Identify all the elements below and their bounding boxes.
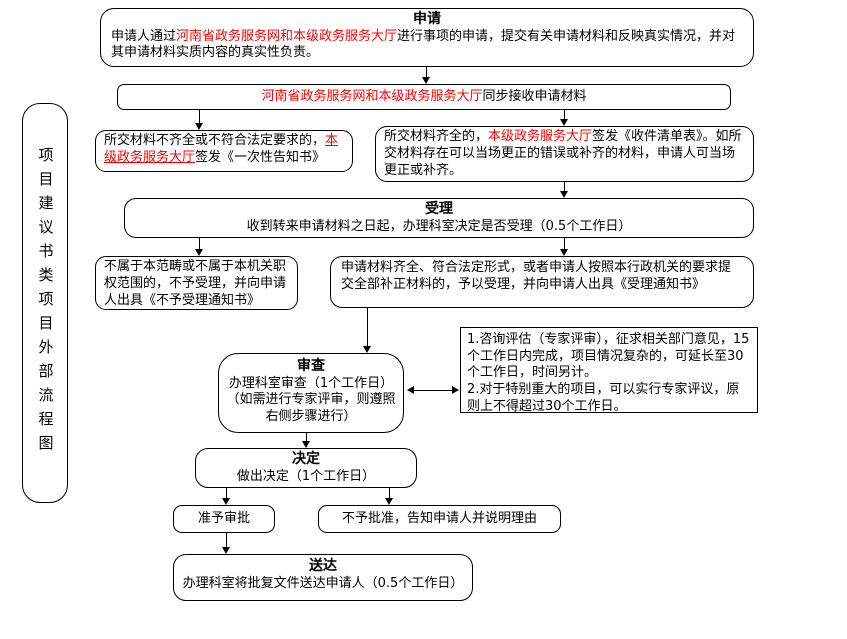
arrow-apply-to-receive bbox=[422, 67, 431, 84]
step-incomplete-box: 所交材料不齐全或不符合法定要求的，本级政务服务大厅签发《一次性告知书》 bbox=[95, 130, 353, 172]
step-deliver-title: 送达 bbox=[309, 558, 337, 574]
step-review-body: 办理科室审查（1个工作日）（如需进行专家评审，则遵照右侧步骤进行） bbox=[226, 375, 396, 425]
arrow-doaccept-to-review bbox=[363, 308, 372, 353]
flowchart-side-title-box: 项目建议书类项目外部流程图 bbox=[22, 103, 68, 503]
step-review-title: 审查 bbox=[297, 358, 325, 374]
step-do-accept-body: 申请材料齐全、符合法定形式，或者申请人按照本行政机关的要求提交全部补正材料的，予… bbox=[341, 260, 732, 292]
step-apply-title: 申请 bbox=[413, 11, 441, 27]
arrow-review-to-decision bbox=[302, 433, 311, 448]
step-decision-box: 决定 做出决定（1个工作日） bbox=[195, 448, 417, 488]
step-accept-body: 收到转来申请材料之日起，办理科室决定是否受理（0.5个工作日） bbox=[246, 218, 632, 234]
arrow-accept-to-doaccept bbox=[560, 238, 569, 256]
expert-review-note-box: 1.咨询评估（专家评审），征求相关部门意见，15个工作日内完成，项目情况复杂的，… bbox=[460, 327, 758, 414]
step-reject-label: 不予批准，告知申请人并说明理由 bbox=[341, 511, 537, 526]
step-apply-box: 申请 申请人通过河南省政务服务网和本级政务服务大厅进行事项的申请，提交有关申请材… bbox=[100, 8, 754, 67]
step-receive-box: 河南省政务服务网和本级政务服务大厅同步接收申请材料 bbox=[117, 84, 731, 110]
expert-review-note-item-2: 2.对于特别重大的项目，可以实行专家评议，原则上不得超过30个工作日。 bbox=[467, 381, 740, 414]
step-not-accept-box: 不属于本范畴或不属于本机关职权范围的，不予受理，并向申请人出具《不予受理通知书》 bbox=[95, 256, 298, 310]
arrow-accept-to-notaccept bbox=[195, 238, 204, 256]
arrow-decision-to-reject bbox=[385, 488, 394, 505]
step-reject-box: 不予批准，告知申请人并说明理由 bbox=[318, 505, 561, 533]
arrow-receive-to-complete bbox=[560, 110, 569, 126]
step-approve-box: 准予审批 bbox=[173, 505, 275, 533]
step-decision-body: 做出决定（1个工作日） bbox=[236, 468, 376, 484]
step-accept-title: 受理 bbox=[425, 201, 453, 217]
step-decision-title: 决定 bbox=[292, 451, 320, 467]
step-not-accept-body: 不属于本范畴或不属于本机关职权范围的，不予受理，并向申请人出具《不予受理通知书》 bbox=[104, 259, 287, 308]
step-receive-body: 河南省政务服务网和本级政务服务大厅同步接收申请材料 bbox=[261, 89, 587, 104]
step-complete-box: 所交材料齐全的，本级政务服务大厅签发《收件清单表》。如所交材料存在可以当场更正的… bbox=[375, 126, 754, 182]
arrow-decision-to-approve bbox=[222, 488, 231, 505]
step-complete-body: 所交材料齐全的，本级政务服务大厅签发《收件清单表》。如所交材料存在可以当场更正的… bbox=[384, 129, 742, 178]
step-deliver-box: 送达 办理科室将批复文件送达申请人（0.5个工作日） bbox=[173, 554, 473, 601]
step-do-accept-box: 申请材料齐全、符合法定形式，或者申请人按照本行政机关的要求提交全部补正材料的，予… bbox=[330, 256, 754, 308]
arrow-approve-to-deliver bbox=[222, 533, 231, 554]
step-incomplete-body: 所交材料不齐全或不符合法定要求的，本级政务服务大厅签发《一次性告知书》 bbox=[104, 133, 339, 165]
arrow-review-note-bidirectional bbox=[407, 386, 459, 395]
step-deliver-body: 办理科室将批复文件送达申请人（0.5个工作日） bbox=[182, 575, 464, 591]
expert-review-note-item-1: 1.咨询评估（专家评审），征求相关部门意见，15个工作日内完成，项目情况复杂的，… bbox=[467, 332, 750, 381]
flowchart-side-title: 项目建议书类项目外部流程图 bbox=[36, 147, 55, 459]
step-approve-label: 准予审批 bbox=[197, 511, 250, 526]
step-accept-box: 受理 收到转来申请材料之日起，办理科室决定是否受理（0.5个工作日） bbox=[124, 198, 754, 238]
step-apply-body: 申请人通过河南省政务服务网和本级政务服务大厅进行事项的申请，提交有关申请材料和反… bbox=[111, 28, 736, 61]
arrow-complete-to-accept bbox=[560, 182, 569, 198]
arrow-receive-to-incomplete bbox=[195, 110, 204, 130]
step-review-box: 审查 办理科室审查（1个工作日）（如需进行专家评审，则遵照右侧步骤进行） bbox=[218, 353, 404, 433]
